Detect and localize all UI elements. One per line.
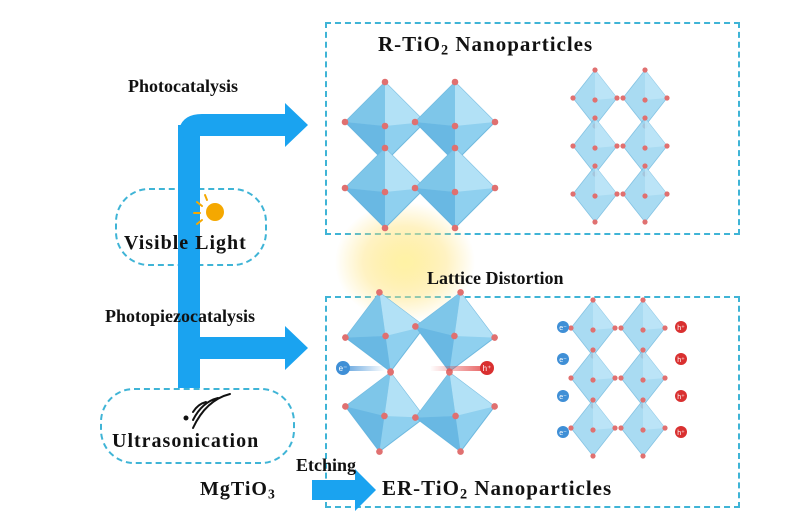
svg-text:h⁺: h⁺ bbox=[677, 357, 685, 364]
electron-column: e⁻ e⁻ e⁻ e⁻ bbox=[557, 321, 569, 438]
svg-text:e⁻: e⁻ bbox=[559, 430, 567, 437]
er-tio2-lattice-side bbox=[567, 296, 669, 460]
etching-arrow bbox=[312, 469, 376, 511]
ultrasonication-pill bbox=[100, 388, 295, 464]
r-tio2-box bbox=[325, 22, 740, 235]
er-tio2-box bbox=[325, 296, 740, 508]
ultrasonication-label: Ultrasonication bbox=[112, 430, 260, 452]
hole-column: h⁺ h⁺ h⁺ h⁺ bbox=[675, 321, 687, 438]
svg-text:h⁺: h⁺ bbox=[483, 364, 492, 373]
lower-arrow bbox=[200, 326, 308, 370]
flow-arrows bbox=[178, 103, 376, 511]
svg-text:e⁻: e⁻ bbox=[559, 325, 567, 332]
electron-beam bbox=[345, 366, 385, 371]
svg-text:e⁻: e⁻ bbox=[559, 357, 567, 364]
sun-icon bbox=[193, 194, 224, 225]
r-tio2-title: R-TiO2 Nanoparticles bbox=[378, 32, 594, 59]
r-tio2-lattice-side bbox=[569, 66, 671, 226]
sound-waves-icon bbox=[183, 393, 231, 429]
photocatalysis-label: Photocatalysis bbox=[128, 76, 238, 96]
light-glow bbox=[335, 202, 475, 322]
svg-text:e⁻: e⁻ bbox=[559, 394, 567, 401]
svg-text:h⁺: h⁺ bbox=[677, 430, 685, 437]
hole-particle: h⁺ bbox=[480, 361, 494, 375]
visible-light-label: Visible Light bbox=[124, 232, 247, 254]
svg-text:h⁺: h⁺ bbox=[677, 325, 685, 332]
photopiezocatalysis-label: Photopiezocatalysis bbox=[105, 306, 255, 326]
vertical-shaft bbox=[178, 125, 200, 388]
svg-text:e⁻: e⁻ bbox=[339, 364, 348, 373]
electron-particle: e⁻ bbox=[336, 361, 350, 375]
er-tio2-product-label: ER-TiO2 Nanoparticles bbox=[382, 476, 613, 503]
etching-label: Etching bbox=[296, 455, 357, 475]
hole-beam bbox=[430, 366, 485, 371]
svg-text:h⁺: h⁺ bbox=[677, 394, 685, 401]
lattice-distortion-label: Lattice Distortion bbox=[427, 268, 564, 288]
mgtio3-label: MgTiO3 bbox=[200, 478, 276, 502]
upper-arrow bbox=[178, 103, 308, 147]
